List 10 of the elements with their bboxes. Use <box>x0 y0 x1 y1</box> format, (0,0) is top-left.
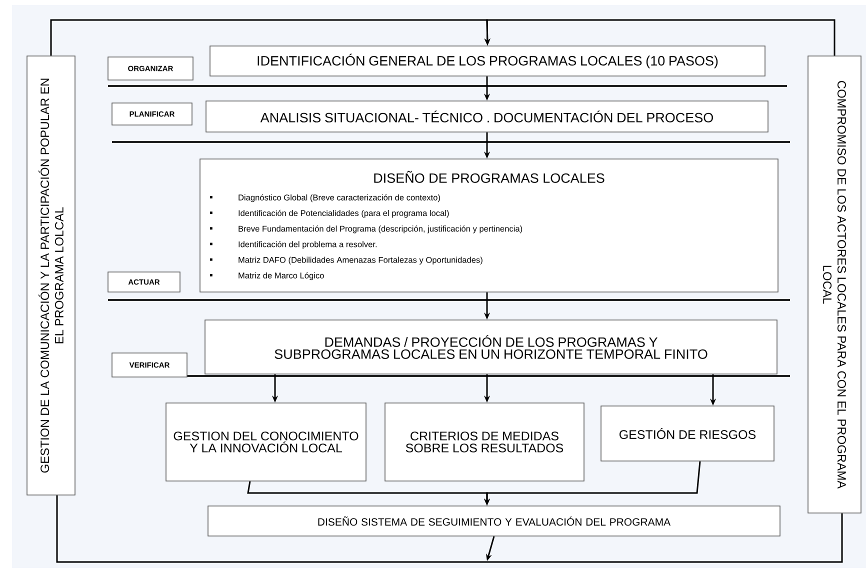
side-panel: COMPROMISO DE LOS ACTORES LOCALES PARA CON EL PROGRAMA LOCAL <box>808 56 862 514</box>
process-box: CRITERIOS DE MEDIDAS SOBRE LOS RESULTADOS <box>384 402 584 482</box>
process-box: DISEÑO SISTEMA DE SEGUIMIENTO Y EVALUACIÓN DEL PROGRAMA <box>208 506 780 536</box>
process-box: IDENTIFICACIÓN GENERAL DE LOS PROGRAMAS LOCALES (10 PASOS) <box>210 46 766 76</box>
process-box: DEMANDAS / PROYECCIÓN DE LOS PROGRAMAS Y SUBPROGRAMAS LOCALES EN UN HORIZONTE TEMPORAL FINITO <box>204 320 778 374</box>
process-box: GESTION DEL CONOCIMIENTO Y LA INNOVACIÓN LOCAL <box>166 402 366 482</box>
side-panel: GESTION DE LA COMUNICACIÓN Y LA PARTICIPACIÓN POPULAR EN EL PROGRAMA LOLCAL <box>26 56 76 496</box>
process-box: DISEÑO DE PROGRAMAS LOCALES Diagnóstico Global (Breve caracterización de contexto) Identificación de Potencialidades (para el programa local) Breve Fundamentación del Programa (descripción, justificación y pertinencia) Identificación del problema a resolver. Matriz DAFO (Debilidades Amenazas Fortalezas y Oportunidades) Matriz de Marco Lógico <box>200 158 778 292</box>
process-box: GESTIÓN DE RIESGOS <box>600 406 774 462</box>
process-box: ANALISIS SITUACIONAL- TÉCNICO . DOCUMENTACIÓN DEL PROCESO <box>206 100 768 132</box>
